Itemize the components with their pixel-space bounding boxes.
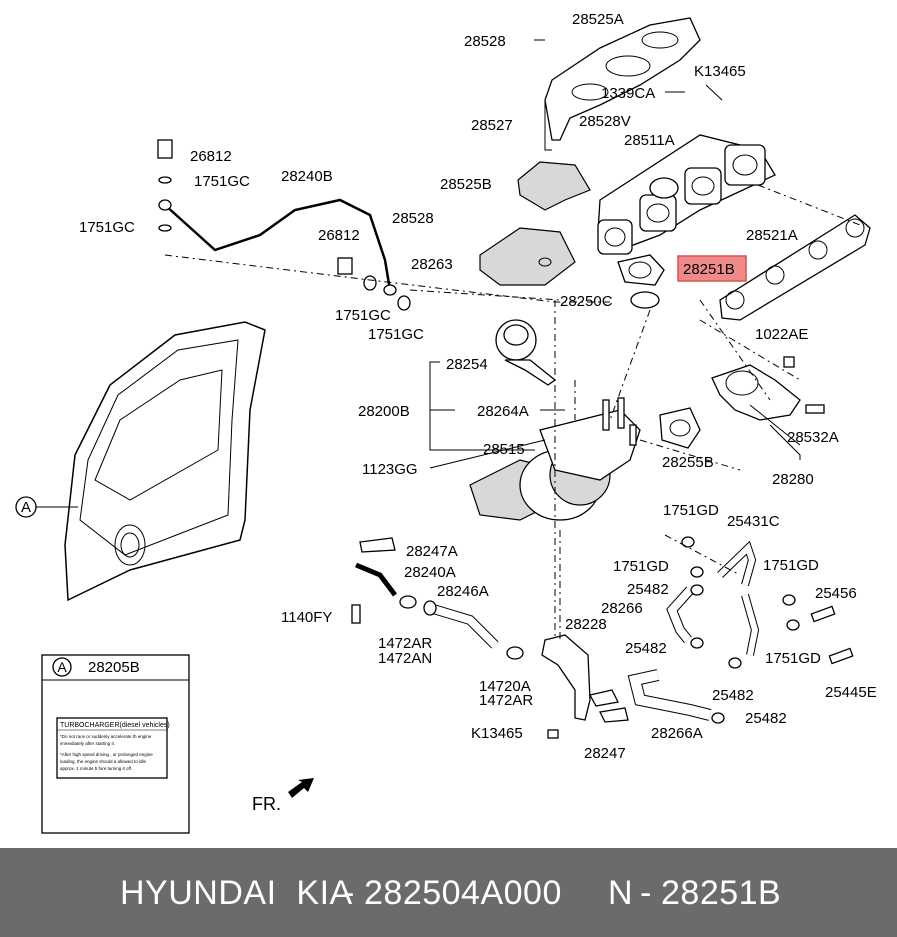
footer-separator-2: - [640,874,652,912]
label-1472AR-a: 1472AR [378,635,432,652]
label-1751GC-d: 1751GC [368,326,424,343]
label-28247: 28247 [584,745,626,762]
label-28247A: 28247A [406,543,458,560]
label-K13465-a: K13465 [694,63,746,80]
label-25482-b: 25482 [625,640,667,657]
label-28515: 28515 [483,441,525,458]
turbocharger [469,397,641,521]
footer-part-number: 282504A000 [364,874,562,912]
footer-brand: HYUNDAI KIA [120,874,353,912]
label-28240A: 28240A [404,564,456,581]
label-line4: loading, the engine should a allowed to … [60,759,147,764]
warning-label [56,717,168,779]
label-25482-a: 25482 [627,581,669,598]
door-callout-letter: A [21,499,31,516]
parts-diagram: A A 28205B TURBOCHARGER(diesel vehicles)… [15,11,877,834]
part-number-footer: HYUNDAI KIA - 282504A000 N - 28251B [0,848,897,937]
label-28200B: 28200B [358,403,410,420]
label-1472AN: 1472AN [378,650,432,667]
label-25482-d: 25482 [745,710,787,727]
label-28511A: 28511A [624,132,675,149]
label-28528V: 28528V [579,113,631,130]
label-K13465-b: K13465 [471,725,523,742]
label-28527: 28527 [471,117,513,134]
label-1751GC-a: 1751GC [194,173,250,190]
label-1472AR-b: 1472AR [479,692,533,709]
label-28228: 28228 [565,616,607,633]
label-25431C: 25431C [727,513,780,530]
label-28263: 28263 [411,256,453,273]
label-1751GD-b: 1751GD [613,558,669,575]
label-line1: *Do not race or suddenly accelerate th e… [60,734,152,739]
label-line3: *After high speed driving , or prolonged… [60,752,153,757]
label-1751GD-d: 1751GD [765,650,821,667]
callout-letter: A [57,659,67,675]
footer-separator-1: - [343,874,355,912]
label-1339CA: 1339CA [601,85,655,102]
label-1140FY: 1140FY [281,609,332,626]
gasket-28255B [659,407,701,449]
label-28266A: 28266A [651,725,703,742]
callout-part-number: 28205B [88,659,140,676]
heat-shield-28263 [479,227,576,286]
label-28525B: 28525B [440,176,492,193]
label-28264A: 28264A [477,403,529,420]
front-arrow-icon [288,778,314,798]
label-28246A: 28246A [437,583,489,600]
footer-ref: 28251B [661,874,782,912]
label-28250C: 28250C [560,293,613,310]
label-28528-b: 28528 [392,210,434,227]
door-outline [64,321,266,602]
label-26812-a: 26812 [190,148,232,165]
label-28251B: 28251B [683,261,735,278]
front-marker-text: FR. [252,794,281,814]
gasket-ring [630,291,660,309]
label-line5: approx. 1 minute b fore turning it off. [60,766,132,771]
label-14720A: 14720A [479,678,531,695]
label-line2: immediately after starting it. [60,741,115,746]
footer-prefix: N [608,874,634,912]
turbocharger-exploded-view: A A 28205B TURBOCHARGER(diesel vehicles)… [15,11,877,834]
label-28266: 28266 [601,600,643,617]
label-28254: 28254 [446,356,488,373]
label-1022AE: 1022AE [755,326,808,343]
label-1751GC-b: 1751GC [79,219,135,236]
label-1751GC-c: 1751GC [335,307,391,324]
exhaust-elbow [711,364,825,421]
label-28280: 28280 [772,471,814,488]
support-bracket [541,634,591,721]
label-1123GG: 1123GG [362,461,418,478]
label-25482-c: 25482 [712,687,754,704]
label-28521A: 28521A [746,227,798,244]
oil-feed-pipe [164,198,392,291]
wastegate-actuator [495,319,557,386]
label-1751GD-a: 1751GD [663,502,719,519]
label-28240B: 28240B [281,168,333,185]
label-25456: 25456 [815,585,857,602]
label-25445E: 25445E [825,684,877,701]
label-26812-b: 26812 [318,227,360,244]
label-title: TURBOCHARGER(diesel vehicles) [60,722,170,729]
label-28255B: 28255B [662,454,714,471]
highlight-box [677,255,747,282]
label-28532A: 28532A [787,429,839,446]
heat-shield-lower [517,161,591,211]
turbo-gasket-28251B [617,254,665,286]
label-1751GD-c: 1751GD [763,557,819,574]
bolt-26812 [157,139,173,159]
exhaust-manifold [597,134,776,255]
label-28525A: 28525A [572,11,624,28]
label-28528-a: 28528 [464,33,506,50]
heat-shield-upper [544,17,701,141]
manifold-gasket [719,214,871,321]
